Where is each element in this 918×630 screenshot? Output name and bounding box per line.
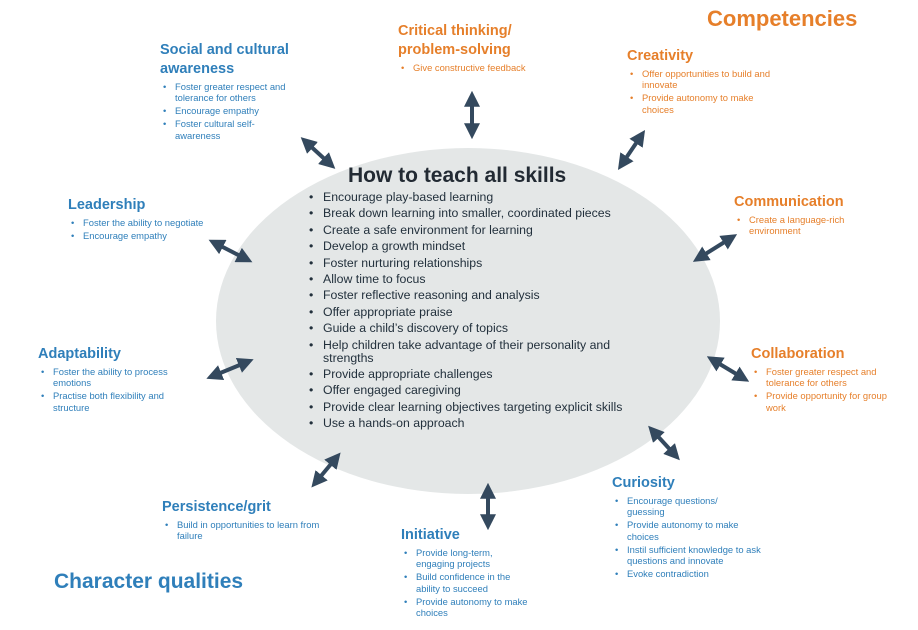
- collaboration-box: Collaboration Foster greater respect and…: [751, 345, 906, 413]
- social-cultural-title: Social and cultural awareness: [160, 42, 289, 77]
- center-item: Break down learning into smaller, coordi…: [309, 207, 669, 221]
- critical-thinking-box: Critical thinking/ problem-solving Give …: [398, 22, 558, 73]
- initiative-item: Provide long-term, engaging projects: [401, 547, 531, 570]
- adaptability-title: Adaptability: [38, 346, 121, 362]
- creativity-item: Offer opportunities to build and innovat…: [627, 68, 782, 91]
- critical-thinking-item: Give constructive feedback: [398, 62, 558, 74]
- center-item: Use a hands-on approach: [309, 417, 669, 431]
- arrow-social: [300, 137, 336, 169]
- center-item: Offer engaged caregiving: [309, 384, 669, 398]
- center-item: Help children take advantage of their pe…: [309, 338, 623, 365]
- initiative-title: Initiative: [401, 527, 460, 543]
- center-item: Develop a growth mindset: [309, 240, 669, 254]
- initiative-box: Initiative Provide long-term, engaging p…: [401, 526, 531, 619]
- center-item: Offer appropriate praise: [309, 305, 669, 319]
- curiosity-item: Provide autonomy to make choices: [612, 519, 767, 542]
- persistence-box: Persistence/grit Build in opportunities …: [162, 498, 337, 542]
- leadership-item: Foster the ability to negotiate: [68, 217, 243, 229]
- social-cultural-item: Encourage empathy: [160, 105, 320, 117]
- initiative-item: Build confidence in the ability to succe…: [401, 571, 531, 594]
- leadership-box: Leadership Foster the ability to negotia…: [68, 196, 243, 241]
- curiosity-title: Curiosity: [612, 475, 675, 491]
- collaboration-item: Foster greater respect and tolerance for…: [751, 366, 906, 389]
- creativity-box: Creativity Offer opportunities to build …: [627, 47, 782, 115]
- collaboration-item: Provide opportunity for group work: [751, 390, 906, 413]
- character-qualities-title: Character qualities: [54, 570, 244, 593]
- social-cultural-item: Foster greater respect and tolerance for…: [160, 81, 320, 104]
- center-item: Encourage play-based learning: [309, 191, 669, 205]
- adaptability-box: Adaptability Foster the ability to proce…: [38, 345, 203, 413]
- persistence-item: Build in opportunities to learn from fai…: [162, 519, 337, 542]
- curiosity-item: Instil sufficient knowledge to ask quest…: [612, 544, 767, 567]
- arrow-communication: [692, 234, 738, 262]
- arrow-creativity: [617, 130, 646, 170]
- center-item: Create a safe environment for learning: [309, 223, 669, 237]
- center-item: Provide clear learning objectives target…: [309, 400, 669, 414]
- curiosity-box: Curiosity Encourage questions/ guessing …: [612, 474, 767, 580]
- center-title: How to teach all skills: [348, 164, 567, 187]
- leadership-title: Leadership: [68, 197, 146, 213]
- communication-box: Communication Create a language-rich env…: [734, 193, 889, 237]
- curiosity-item: Evoke contradiction: [612, 568, 767, 580]
- curiosity-item: Encourage questions/ guessing: [612, 495, 737, 518]
- center-item: Allow time to focus: [309, 272, 669, 286]
- persistence-title: Persistence/grit: [162, 499, 271, 515]
- center-item: Foster reflective reasoning and analysis: [309, 289, 669, 303]
- collaboration-title: Collaboration: [751, 346, 845, 362]
- center-list: Encourage play-based learning Break down…: [309, 191, 669, 433]
- social-cultural-item: Foster cultural self-awareness: [160, 118, 285, 141]
- creativity-title: Creativity: [627, 48, 694, 64]
- social-cultural-box: Social and cultural awareness Foster gre…: [160, 41, 320, 141]
- initiative-item: Provide autonomy to make choices: [401, 596, 531, 619]
- center-item: Guide a child’s discovery of topics: [309, 322, 669, 336]
- competencies-title: Competencies: [707, 6, 858, 31]
- communication-title: Communication: [734, 194, 844, 210]
- adaptability-item: Foster the ability to process emotions: [38, 366, 203, 389]
- leadership-item: Encourage empathy: [68, 230, 243, 242]
- adaptability-item: Practise both flexibility and structure: [38, 390, 173, 413]
- arrow-collaboration: [706, 356, 750, 382]
- critical-thinking-title: Critical thinking/ problem-solving: [398, 23, 512, 58]
- creativity-item: Provide autonomy to make choices: [627, 92, 782, 115]
- center-item: Foster nurturing relationships: [309, 256, 669, 270]
- center-item: Provide appropriate challenges: [309, 367, 669, 381]
- communication-item: Create a language-rich environment: [734, 214, 889, 237]
